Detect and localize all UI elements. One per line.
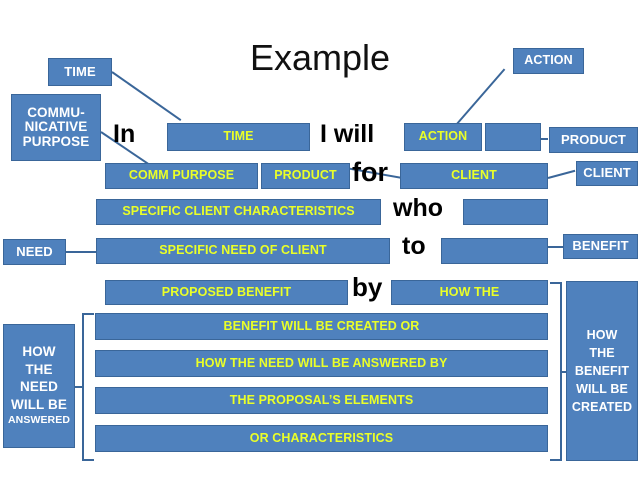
label-benefit[interactable]: BENEFIT xyxy=(563,234,638,259)
frame-slot-the-proposals-elements[interactable]: THE PROPOSAL’S ELEMENTS xyxy=(95,387,548,414)
label-product[interactable]: PRODUCT xyxy=(549,127,638,153)
frame-word-who: who xyxy=(393,194,443,222)
frame-slot-specific-client-characteristics[interactable]: SPECIFIC CLIENT CHARACTERISTICS xyxy=(96,199,381,225)
connector-product xyxy=(540,138,548,140)
frame-word-for: for xyxy=(352,157,388,187)
frame-word-in: In xyxy=(113,120,136,148)
label-how-the-need-will-be-answered[interactable]: HOW THE NEED WILL BE ANSWERED xyxy=(3,324,75,448)
label-need[interactable]: NEED xyxy=(3,239,66,265)
frame-slot-empty-1[interactable] xyxy=(485,123,541,151)
frame-slot-benefit-will-be-created-or[interactable]: BENEFIT WILL BE CREATED OR xyxy=(95,313,548,340)
connector-benefit xyxy=(548,246,564,248)
frame-slot-proposed-benefit[interactable]: PROPOSED BENEFIT xyxy=(105,280,348,305)
label-client[interactable]: CLIENT xyxy=(576,161,638,186)
frame-slot-how-the[interactable]: HOW THE xyxy=(391,280,548,305)
frame-word-by: by xyxy=(352,272,383,302)
page-title: Example xyxy=(250,37,391,78)
connector-client xyxy=(547,169,576,179)
frame-slot-comm-purpose[interactable]: COMM PURPOSE xyxy=(105,163,258,189)
brace-how-need-answered-stem xyxy=(75,386,83,388)
label-communicative-purpose[interactable]: COMMU- NICATIVE PURPOSE xyxy=(11,94,101,161)
label-action[interactable]: ACTION xyxy=(513,48,584,74)
connector-need xyxy=(66,251,96,253)
frame-slot-product[interactable]: PRODUCT xyxy=(261,163,350,189)
frame-slot-empty-2[interactable] xyxy=(463,199,548,225)
frame-slot-empty-3[interactable] xyxy=(441,238,548,264)
frame-slot-how-the-need-will-be-answered-by[interactable]: HOW THE NEED WILL BE ANSWERED BY xyxy=(95,350,548,377)
frame-word-to: to xyxy=(402,232,426,260)
frame-word-i-will: I will xyxy=(320,120,375,148)
label-how-need-tail: ANSWERED xyxy=(7,414,71,427)
connector-time xyxy=(111,71,182,121)
frame-slot-action[interactable]: ACTION xyxy=(404,123,482,151)
label-time[interactable]: TIME xyxy=(48,58,112,86)
frame-slot-specific-need-of-client[interactable]: SPECIFIC NEED OF CLIENT xyxy=(96,238,390,264)
brace-how-need-answered xyxy=(82,313,94,461)
frame-slot-time[interactable]: TIME xyxy=(167,123,310,151)
connector-action xyxy=(455,68,506,126)
label-how-need-main: HOW THE NEED WILL BE xyxy=(11,344,67,412)
brace-how-benefit-created-stem xyxy=(560,371,568,373)
label-how-the-benefit-will-be-created[interactable]: HOW THE BENEFIT WILL BE CREATED xyxy=(566,281,638,461)
frame-slot-client[interactable]: CLIENT xyxy=(400,163,548,189)
frame-slot-or-characteristics[interactable]: OR CHARACTERISTICS xyxy=(95,425,548,452)
